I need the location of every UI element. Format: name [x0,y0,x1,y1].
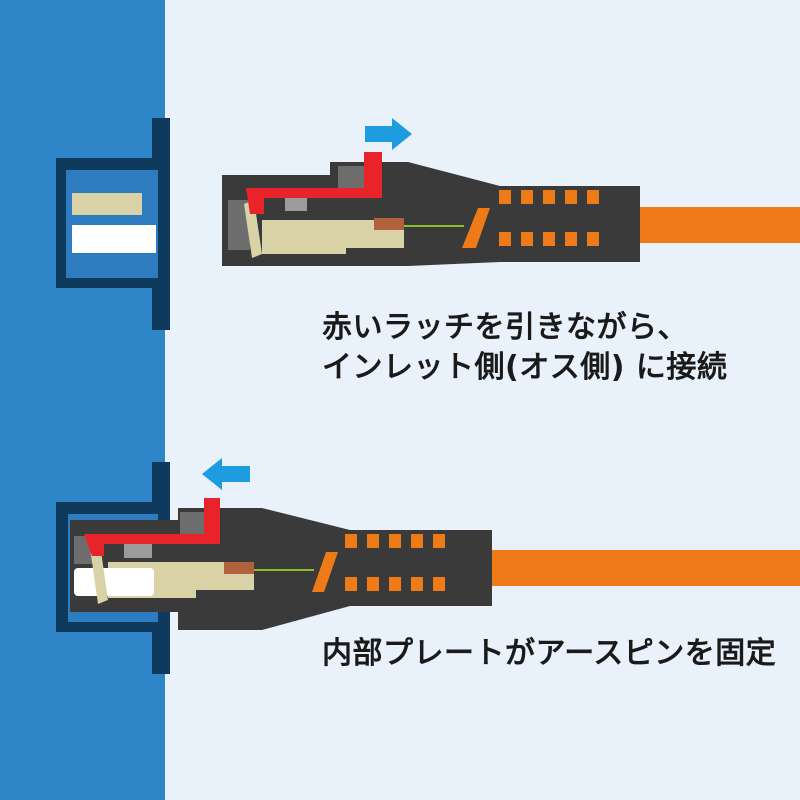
internal-plate-top [262,220,404,254]
bottom-assembly [56,458,800,674]
cable-top [638,207,800,243]
cable-bottom [490,550,800,586]
plug-connector-bottom [56,498,492,632]
strain-relief-bottom [312,534,445,592]
top-assembly [56,118,800,330]
plug-connector-top [222,152,640,266]
caption-connect-line1: 赤いラッチを引きながら、 [322,310,688,345]
red-latch-top [246,152,382,214]
caption-lock: 内部プレートがアースピンを固定 [322,634,776,674]
arrow-right-icon [365,118,412,150]
red-latch-bottom [84,498,220,556]
inlet-socket-top [56,118,170,330]
caption-connect-line2: インレット側(オス側) に接続 [322,350,728,385]
live-pin-top [72,225,156,253]
wall-panel [0,0,165,800]
earth-pin-top [72,193,142,215]
strain-relief-top [462,190,599,248]
arrow-left-icon [202,458,250,490]
caption-lock-line: 内部プレートがアースピンを固定 [322,636,777,671]
caption-connect: 赤いラッチを引きながら、 インレット側(オス側) に接続 [322,308,727,388]
